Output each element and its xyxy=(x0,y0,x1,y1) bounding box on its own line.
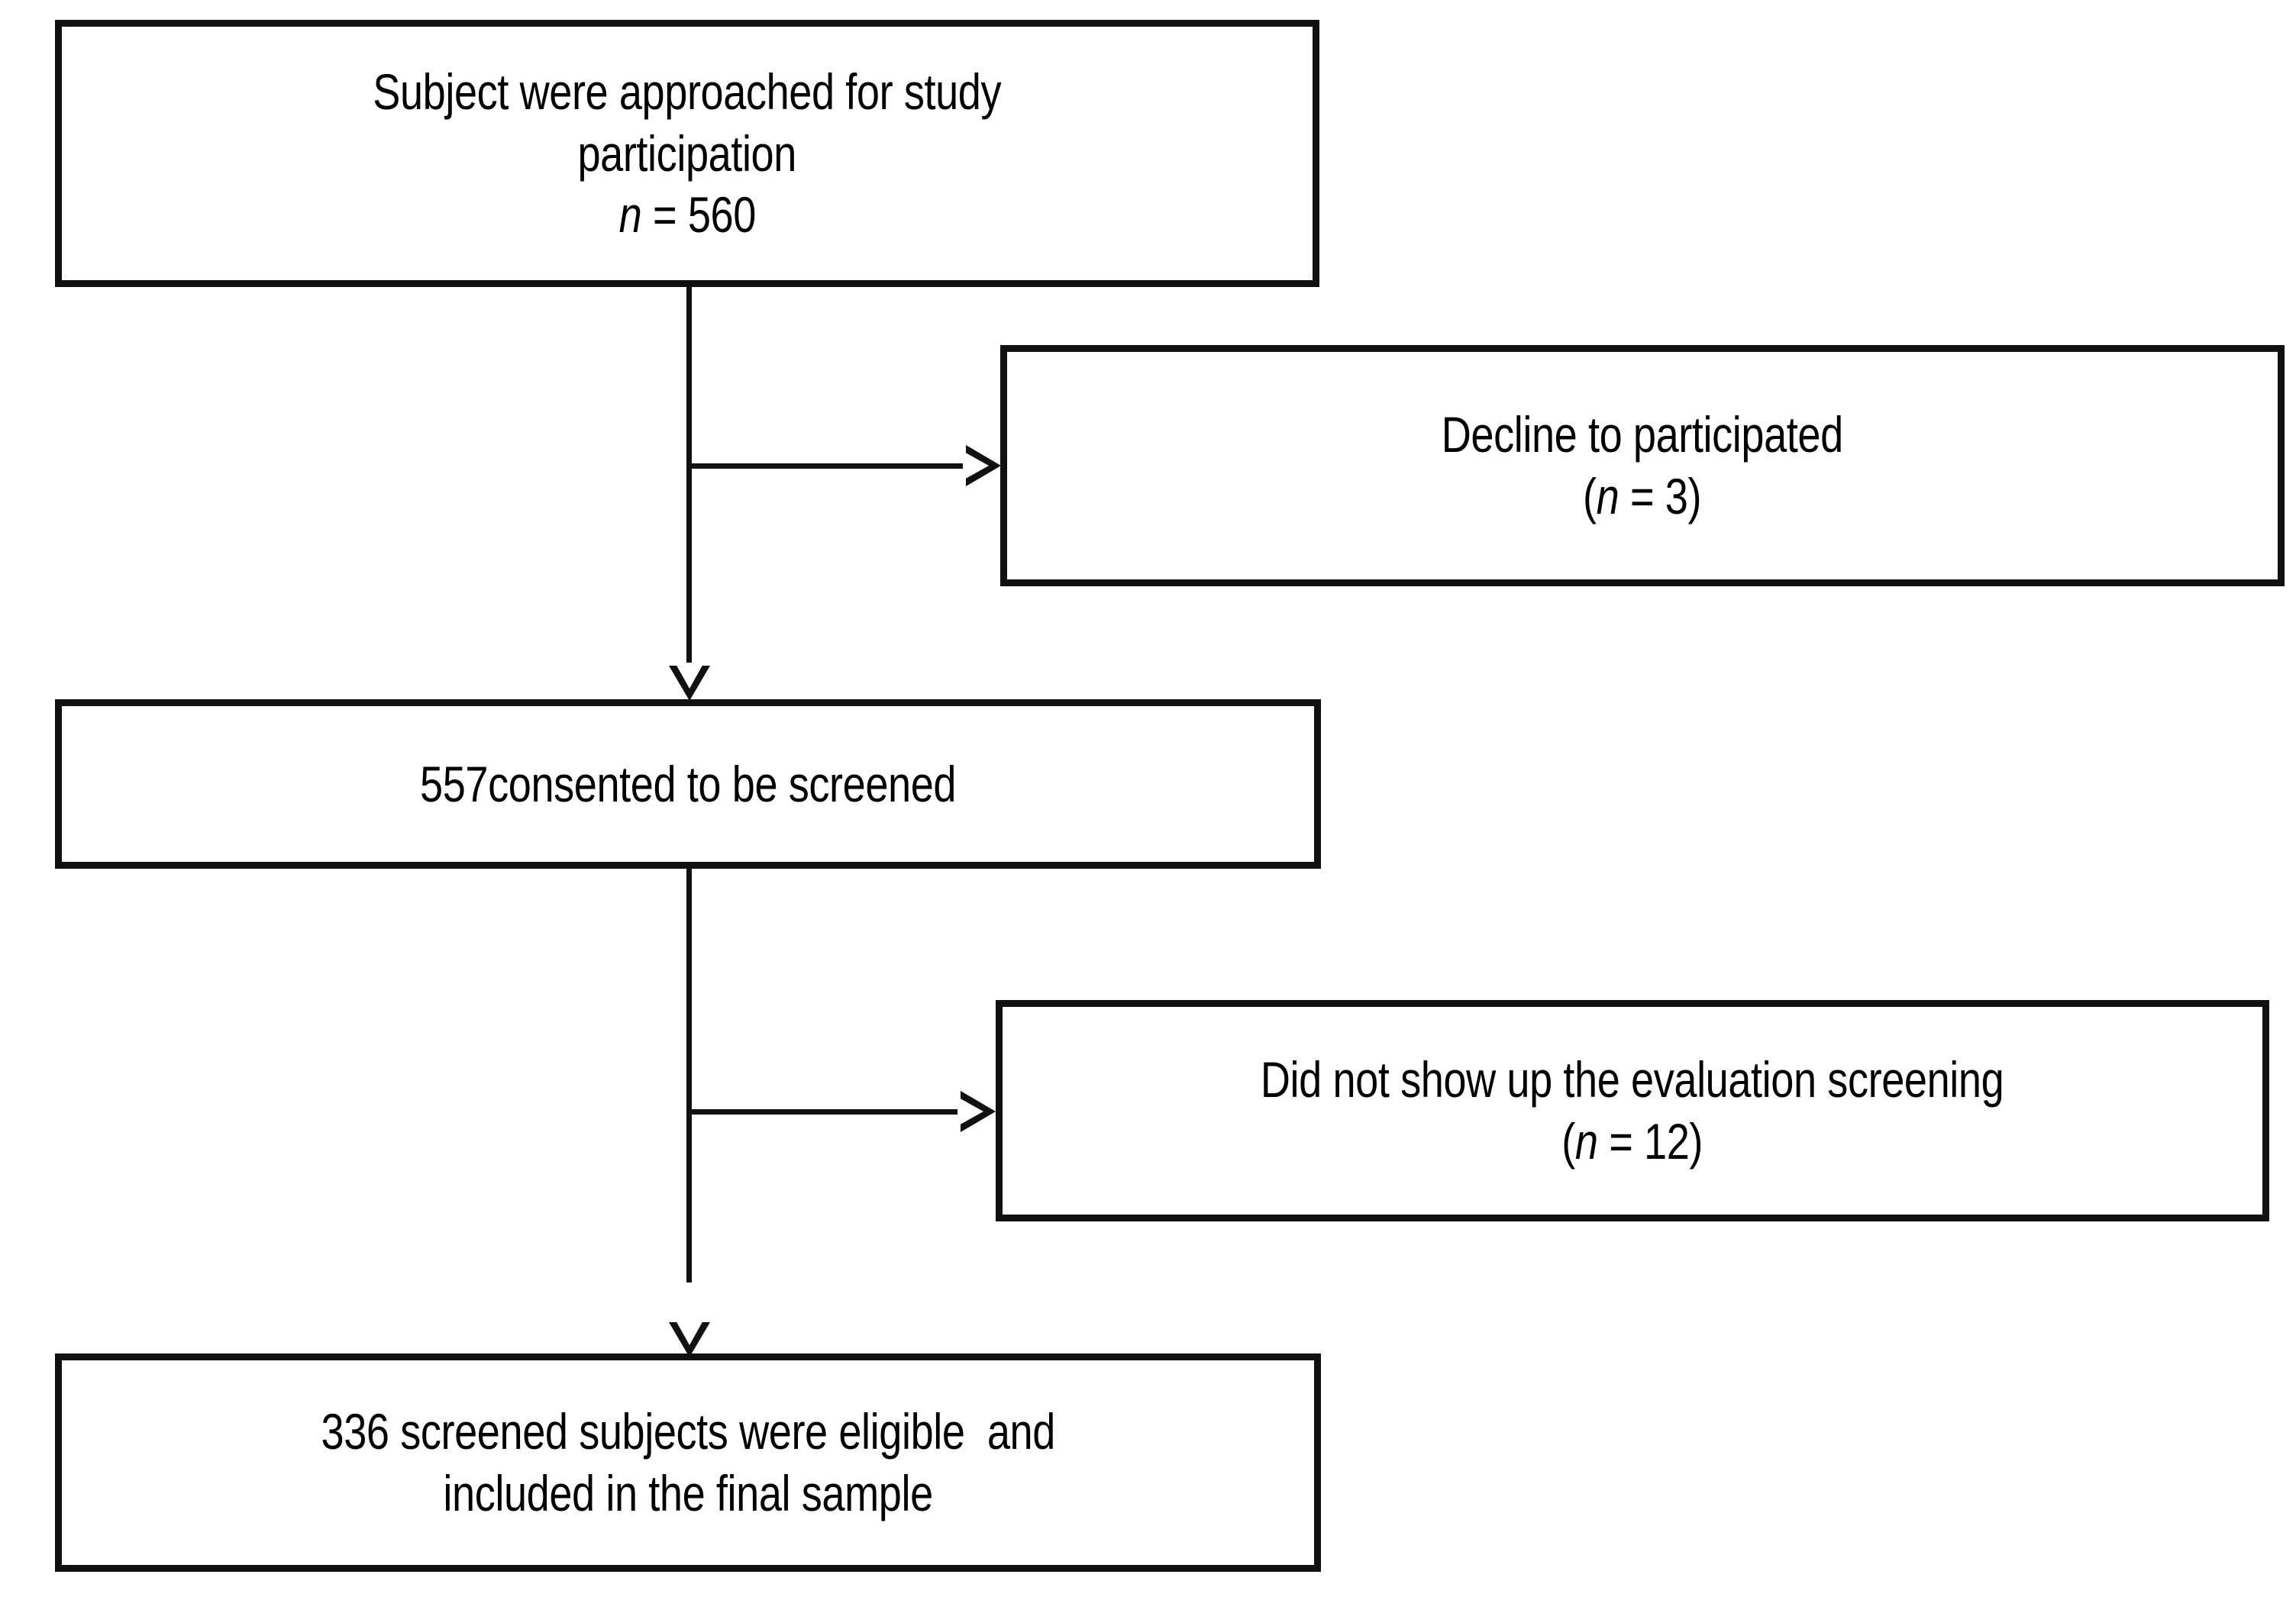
connector-approached-to-decline xyxy=(686,463,984,469)
noshow-count: (n = 12) xyxy=(1562,1111,1703,1173)
noshow-line-1: Did not show up the evaluation screening xyxy=(1261,1051,2004,1108)
n-italic-label: n xyxy=(618,186,642,244)
subjects-approached-count: n = 560 xyxy=(618,184,756,246)
connector-approached-to-consented xyxy=(686,287,692,678)
n-italic-label: n xyxy=(1597,468,1619,524)
consented-line-1: 557consented to be screened xyxy=(419,755,957,812)
n-italic-label: n xyxy=(1575,1113,1598,1170)
n-value: = 560 xyxy=(641,186,756,244)
subjects-approached-line-1: Subject were approached for study xyxy=(373,63,1002,121)
decline-count: (n = 3) xyxy=(1583,466,1702,527)
decline-to-participate-box: Decline to participated (n = 3) xyxy=(1000,345,2285,586)
connector-consented-to-noshow xyxy=(686,1109,978,1115)
subjects-approached-box: Subject were approached for study partic… xyxy=(55,20,1319,287)
arrowhead-right-icon xyxy=(957,1091,996,1132)
final-sample-line-2: included in the final sample xyxy=(443,1465,933,1521)
did-not-show-up-box: Did not show up the evaluation screening… xyxy=(996,1000,2269,1221)
consented-to-be-screened-box: 557consented to be screened xyxy=(55,699,1321,869)
paren-open: ( xyxy=(1583,468,1597,524)
paren-close: ) xyxy=(1689,1113,1703,1170)
arrowhead-down-icon xyxy=(669,663,710,701)
arrowhead-down-icon xyxy=(669,1319,710,1357)
final-sample-box: 336 screened subjects were eligible and … xyxy=(55,1353,1321,1572)
paren-open: ( xyxy=(1561,1113,1576,1170)
n-value: = 3 xyxy=(1619,468,1688,524)
connector-consented-to-final xyxy=(686,869,692,1282)
arrowhead-right-icon xyxy=(963,445,1001,486)
paren-close: ) xyxy=(1687,468,1702,524)
subjects-approached-line-2: participation xyxy=(577,124,797,182)
final-sample-line-1: 336 screened subjects were eligible and xyxy=(321,1403,1055,1460)
n-value: = 12 xyxy=(1597,1113,1691,1170)
decline-line-1: Decline to participated xyxy=(1441,406,1844,463)
